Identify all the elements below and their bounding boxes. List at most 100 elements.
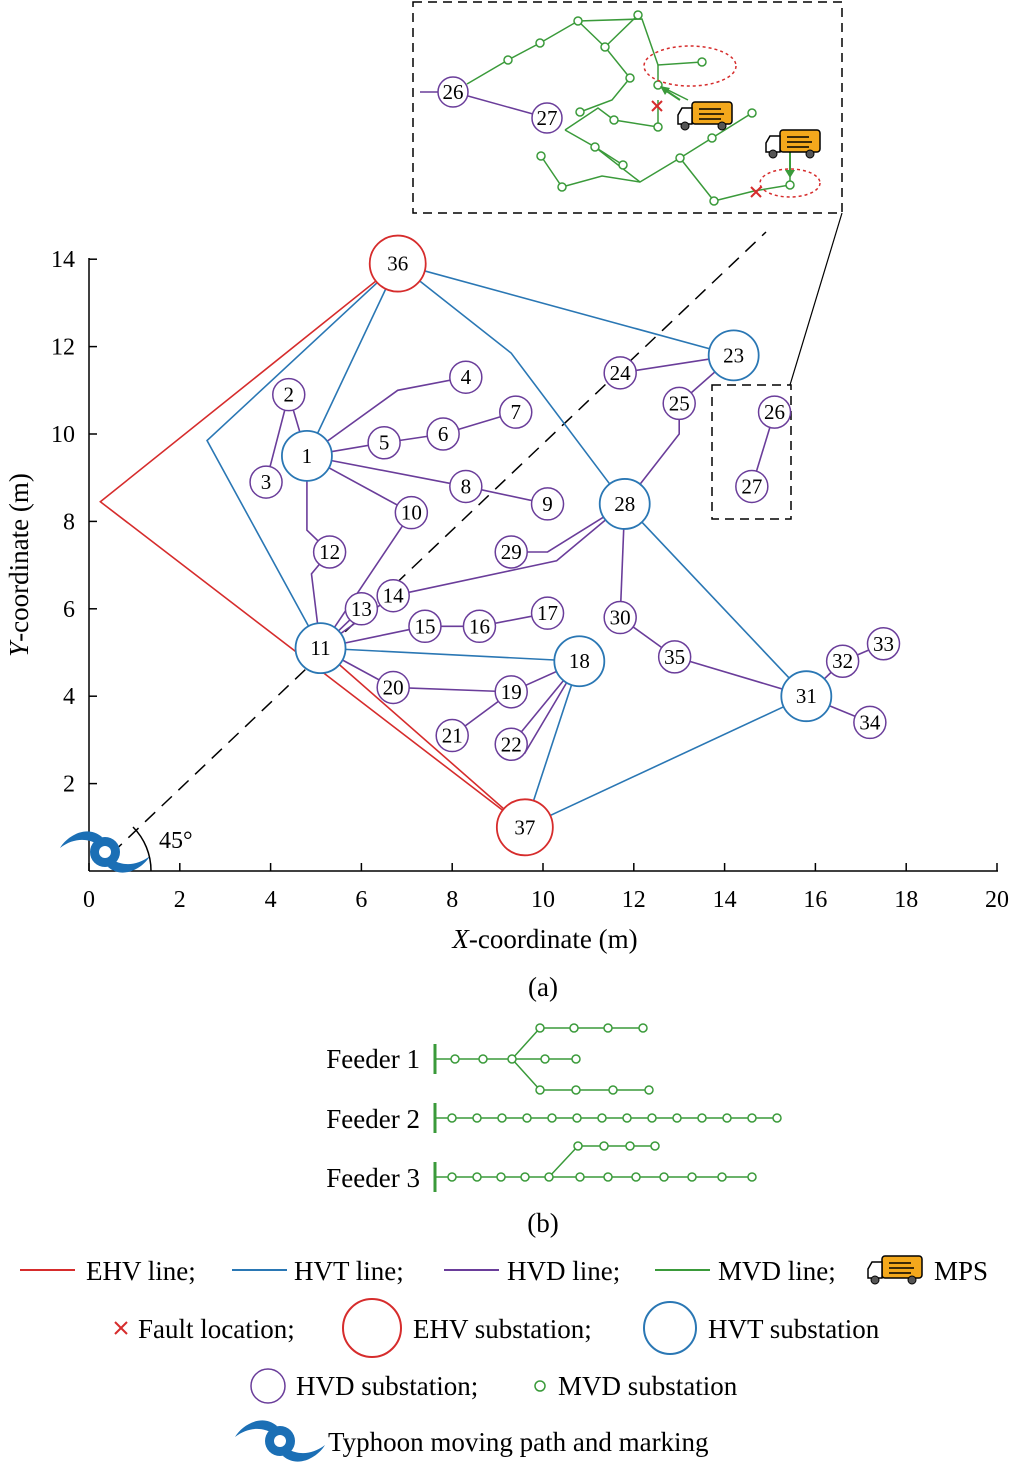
- hvt-node-31: [780, 670, 833, 723]
- feeder-node: [522, 1113, 532, 1123]
- inset-node-27: [531, 102, 563, 134]
- x-tick-label: 2: [174, 887, 186, 913]
- hvt-node-23: [707, 329, 760, 382]
- feeder-node: [638, 1023, 648, 1033]
- feeder-node: [496, 1172, 506, 1182]
- hvd-node-25: [662, 386, 696, 421]
- inset-frame: [412, 1, 843, 214]
- x-tick-label: 20: [985, 887, 1009, 913]
- hvd-node-8: [449, 469, 483, 504]
- x-tick-label: 16: [803, 887, 827, 913]
- inset-outage-area-2: [759, 168, 821, 198]
- angle-label: 45°: [159, 828, 193, 854]
- x-tick-label: 8: [446, 887, 458, 913]
- hvt-line: [320, 647, 580, 663]
- ehv-node-36: [368, 234, 427, 293]
- feeder-node: [622, 1113, 632, 1123]
- feeder-node: [507, 1054, 517, 1064]
- hvd-node-26: [757, 395, 792, 429]
- legend-typhoon: Typhoon moving path and marking: [328, 1427, 709, 1457]
- x-tick-label: 0: [83, 887, 95, 913]
- hvt-line: [306, 263, 399, 457]
- hvd-node-25-label: 25: [669, 391, 690, 415]
- ehv-node-36-label: 36: [387, 252, 408, 276]
- hvt-line: [624, 503, 807, 697]
- hvd-line: [393, 503, 626, 597]
- zoom-connector-1: [789, 212, 843, 386]
- feeder-node: [747, 1113, 757, 1123]
- hvd-node-2: [272, 377, 306, 412]
- y-tick-label: 4: [63, 684, 75, 710]
- inset-mps-truck-2: [765, 129, 821, 159]
- hvt-line: [397, 262, 734, 357]
- hvd-node-14: [376, 578, 410, 613]
- hvd-node-7-label: 7: [511, 400, 522, 424]
- feeder-node: [569, 1023, 579, 1033]
- hvd-node-27-label: 27: [741, 474, 762, 498]
- feeder-node: [597, 1113, 607, 1123]
- ehv-node-37-label: 37: [514, 815, 535, 839]
- hvd-node-6: [426, 417, 460, 451]
- legend-ehv-substation: EHV substation;: [413, 1314, 592, 1344]
- feeder-node: [672, 1113, 682, 1123]
- hvd-node-19-label: 19: [501, 680, 522, 704]
- legend-hvt-line: HVT line;: [294, 1256, 404, 1286]
- hvd-node-13: [344, 592, 379, 626]
- hvd-node-6-label: 6: [438, 422, 449, 446]
- feeder-node: [697, 1113, 707, 1123]
- x-tick-label: 10: [531, 887, 555, 913]
- hvd-node-33-label: 33: [873, 632, 894, 656]
- inset-node-26: [437, 76, 469, 108]
- feeder-node: [450, 1054, 460, 1064]
- hvd-node-2-label: 2: [284, 383, 295, 407]
- feeder-node: [573, 1141, 583, 1151]
- hvd-node-35: [657, 640, 692, 674]
- feeder-node: [599, 1141, 609, 1151]
- hvd-node-30: [603, 600, 637, 635]
- hvd-node-10-label: 10: [401, 501, 422, 525]
- legend-ehv-line: EHV line;: [86, 1256, 196, 1286]
- hvd-node-20-label: 20: [383, 675, 404, 699]
- inset-node-26-label: 26: [443, 80, 464, 104]
- inset-outage-area-1: [643, 45, 737, 87]
- y-tick-label: 6: [63, 597, 75, 623]
- feeder-node: [535, 1023, 545, 1033]
- hvd-node-20: [376, 670, 410, 705]
- feeder-node: [747, 1172, 757, 1182]
- hvd-node-33: [866, 627, 901, 661]
- feeder-node: [717, 1172, 727, 1182]
- feeder-diagrams: Feeder 1 Feeder 2 Feeder 3: [326, 1023, 782, 1193]
- y-tick-label: 2: [63, 772, 75, 798]
- feeder-node: [478, 1054, 488, 1064]
- hvd-node-30-label: 30: [610, 606, 631, 630]
- legend-ehv-substation-icon: [342, 1298, 402, 1358]
- feeder-node: [647, 1113, 657, 1123]
- caption-b: (b): [527, 1208, 558, 1238]
- y-tick-label: 12: [51, 335, 75, 361]
- x-tick-label: 4: [265, 887, 277, 913]
- legend-mvd-line: MVD line;: [718, 1256, 836, 1286]
- feeder-node: [520, 1172, 530, 1182]
- feeder-node: [497, 1113, 507, 1123]
- ehv-node-37: [495, 798, 554, 857]
- hvd-node-10: [394, 495, 429, 530]
- hvt-node-18: [553, 635, 606, 688]
- hvt-node-11: [294, 622, 347, 675]
- feeder-1-label: Feeder 1: [326, 1044, 420, 1074]
- inset-panel: 26 27: [412, 1, 843, 214]
- feeder-node: [608, 1085, 618, 1095]
- hvd-node-12-label: 12: [319, 540, 340, 564]
- hvd-line: [319, 512, 413, 649]
- hvt-node-11-label: 11: [310, 636, 330, 660]
- feeder-lines: [435, 1027, 778, 1178]
- feeder-node: [571, 1085, 581, 1095]
- legend-typhoon-icon: [235, 1420, 325, 1462]
- feeder-node: [540, 1054, 550, 1064]
- feeder-node: [603, 1172, 613, 1182]
- feeder-nodes: [447, 1023, 782, 1182]
- y-tick-label: 8: [63, 509, 75, 535]
- inset-mps-truck-1: [677, 101, 733, 131]
- feeder-node: [575, 1172, 585, 1182]
- hvt-node-28: [598, 478, 651, 530]
